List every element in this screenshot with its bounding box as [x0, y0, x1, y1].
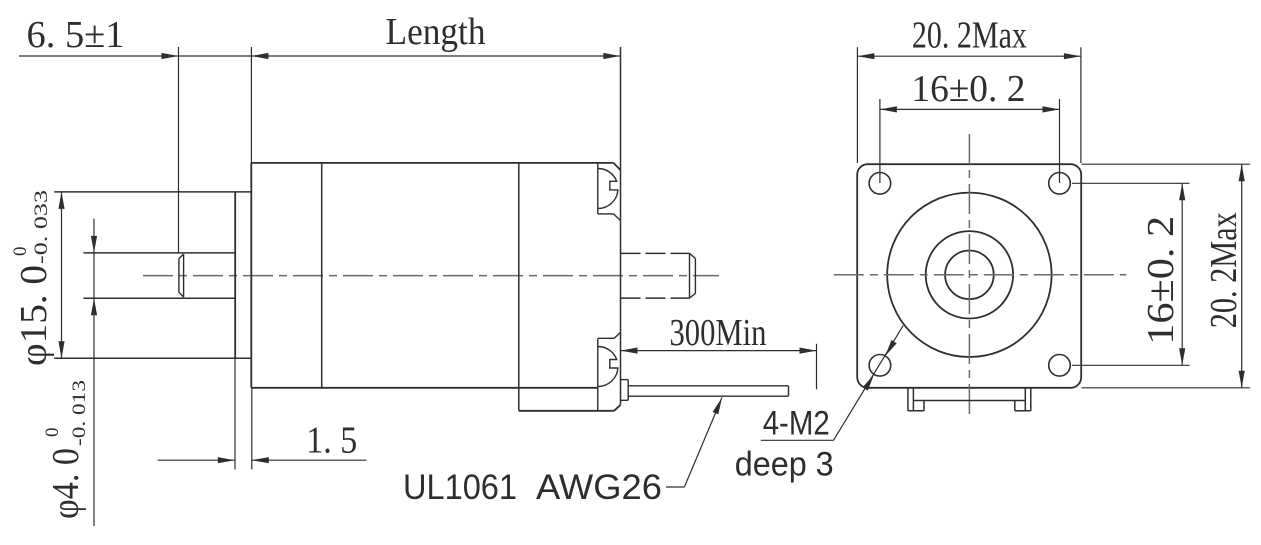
svg-text:6. 5±1: 6. 5±1 [27, 14, 125, 56]
svg-text:φ4. 0: φ4. 0 [45, 448, 87, 519]
svg-text:16±0. 2: 16±0. 2 [911, 68, 1025, 110]
svg-text:φ15. 0: φ15. 0 [13, 265, 55, 366]
svg-text:AWG26: AWG26 [536, 468, 662, 507]
svg-text:16±0. 2: 16±0. 2 [1140, 216, 1182, 345]
svg-text:deep 3: deep 3 [735, 446, 834, 484]
svg-text:0: 0 [10, 247, 31, 257]
svg-text:Length: Length [386, 11, 486, 53]
svg-text:1. 5: 1. 5 [306, 420, 357, 462]
svg-text:4-M2: 4-M2 [763, 405, 830, 443]
svg-text:-0. 013: -0. 013 [69, 380, 90, 446]
svg-text:-0. 033: -0. 033 [31, 190, 52, 264]
svg-text:UL1061: UL1061 [403, 468, 517, 507]
svg-text:20. 2Max: 20. 2Max [912, 15, 1027, 57]
svg-text:20. 2Max: 20. 2Max [1203, 212, 1245, 328]
svg-text:300Min: 300Min [670, 312, 767, 354]
svg-text:0: 0 [42, 428, 63, 438]
